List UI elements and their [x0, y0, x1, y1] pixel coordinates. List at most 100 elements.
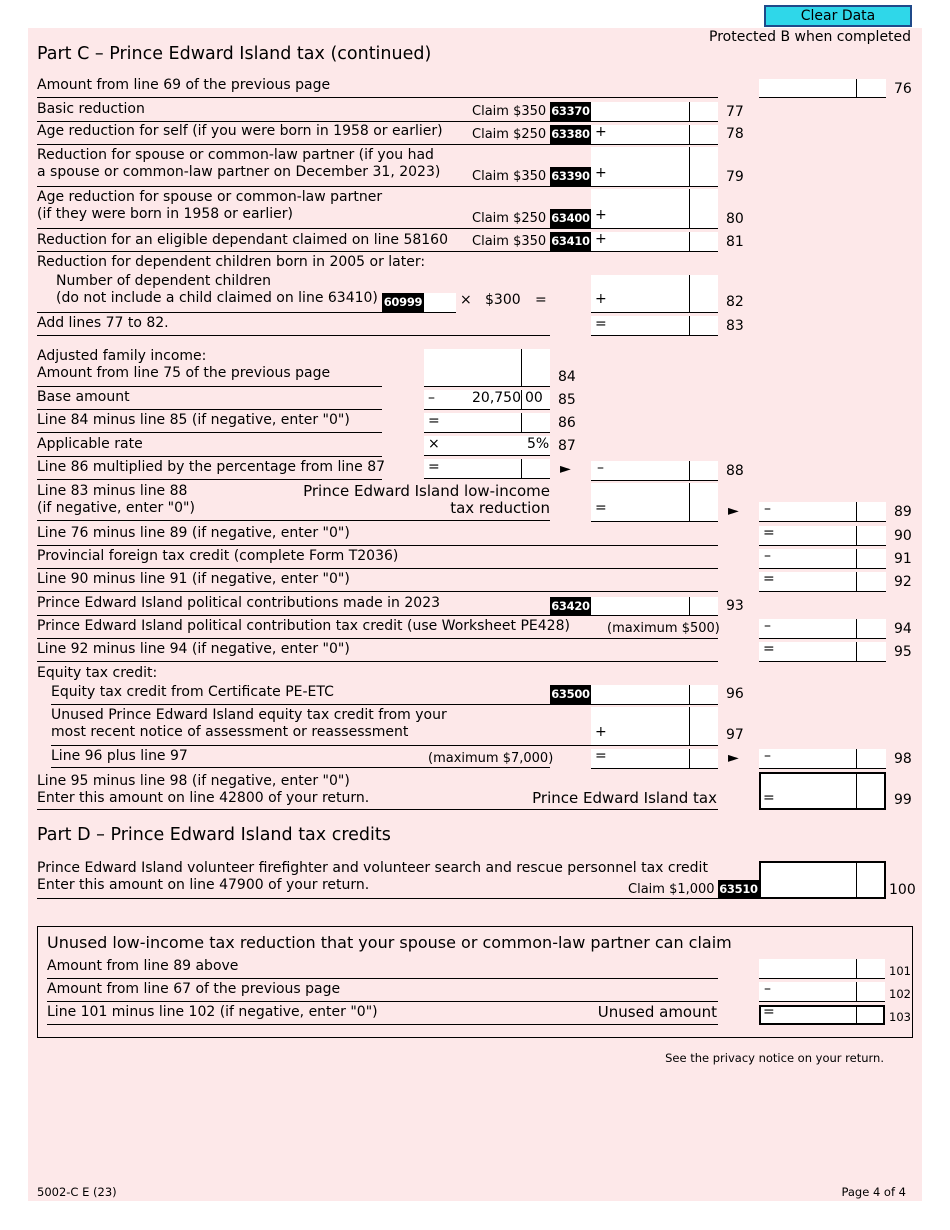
line-99-field[interactable]	[759, 772, 886, 810]
line-87-label: Applicable rate	[37, 436, 143, 452]
cents-divider	[856, 526, 857, 545]
line-89-label-2: (if negative, enter "0")	[37, 500, 195, 516]
cents-divider	[689, 125, 690, 144]
rule	[47, 978, 718, 979]
line-94-label: Prince Edward Island political contribut…	[37, 618, 570, 634]
rule	[51, 704, 718, 705]
line-number-83: 83	[726, 318, 744, 334]
line-95-field[interactable]	[759, 642, 886, 661]
line-86-field[interactable]	[424, 413, 550, 432]
line-96-field[interactable]	[591, 685, 718, 704]
line-84-field[interactable]	[424, 349, 550, 386]
line-88-calc-field[interactable]	[424, 459, 550, 478]
code-63500: 63500	[550, 685, 591, 704]
rule	[37, 898, 759, 899]
plus-sign: +	[595, 291, 607, 307]
line-80-claim: Claim $250	[472, 211, 547, 226]
line-number-103: 103	[889, 1010, 911, 1024]
rule	[37, 335, 550, 336]
line-number-85: 85	[558, 392, 576, 408]
line-98-calc-field[interactable]	[591, 749, 718, 768]
line-89-calc-field[interactable]	[591, 483, 718, 521]
dependent-children-count-field[interactable]	[424, 293, 456, 312]
cents-divider	[689, 685, 690, 704]
line-85-label: Base amount	[37, 389, 130, 405]
cents-divider	[521, 459, 522, 478]
line-number-94: 94	[894, 621, 912, 637]
cents-divider	[689, 232, 690, 251]
rule	[37, 615, 718, 616]
line-number-76: 76	[894, 81, 912, 97]
line-81-field[interactable]	[591, 232, 718, 251]
line-97-field[interactable]	[591, 707, 718, 745]
rule	[47, 1024, 718, 1025]
plus-sign: +	[595, 724, 607, 740]
line-89-field[interactable]	[759, 502, 886, 521]
line-94-field[interactable]	[759, 619, 886, 638]
clear-data-button[interactable]: Clear Data	[764, 5, 912, 27]
equals-sign: =	[763, 571, 775, 587]
pei-tax-label: Prince Edward Island tax	[532, 789, 717, 807]
line-88-field[interactable]	[591, 461, 718, 480]
line-number-77: 77	[726, 104, 744, 120]
line-76-field[interactable]	[759, 79, 886, 98]
equals-sign: =	[595, 500, 607, 516]
line-89-label-1: Line 83 minus line 88	[37, 483, 188, 499]
line-103-label: Line 101 minus line 102 (if negative, en…	[47, 1004, 378, 1020]
page-number: Page 4 of 4	[841, 1185, 906, 1199]
line-82-field[interactable]	[591, 275, 718, 312]
line-number-90: 90	[894, 528, 912, 544]
line-number-101: 101	[889, 964, 911, 978]
rule	[37, 144, 718, 145]
line-84-label-1: Adjusted family income:	[37, 348, 207, 364]
line-77-label: Basic reduction	[37, 101, 145, 117]
line-number-97: 97	[726, 727, 744, 743]
line-77-field[interactable]	[591, 102, 718, 121]
line-87-field	[424, 436, 550, 455]
line-79-field[interactable]	[591, 147, 718, 186]
line-98-maximum: (maximum $7,000)	[428, 751, 554, 766]
cents-divider	[856, 549, 857, 568]
line-82-label-2: (do not include a child claimed on line …	[56, 290, 378, 306]
rule	[37, 661, 718, 662]
rule	[424, 409, 550, 410]
equals-sign: =	[763, 1004, 775, 1020]
line-79-label-2: a spouse or common-law partner on Decemb…	[37, 164, 441, 180]
minus-sign: –	[764, 981, 771, 997]
unused-amount-label: Unused amount	[597, 1003, 717, 1021]
line-100-field[interactable]	[759, 861, 886, 899]
line-79-claim: Claim $350	[472, 169, 547, 184]
rule	[37, 638, 718, 639]
cents-divider	[856, 959, 857, 978]
line-81-claim: Claim $350	[472, 234, 547, 249]
line-93-field[interactable]	[591, 597, 718, 615]
cents-divider	[856, 982, 857, 1001]
line-number-98: 98	[894, 751, 912, 767]
line-number-80: 80	[726, 211, 744, 227]
rule	[37, 591, 718, 592]
cents-divider	[689, 316, 690, 335]
line-101-field[interactable]	[759, 959, 885, 978]
line-92-field[interactable]	[759, 572, 886, 591]
line-number-92: 92	[894, 574, 912, 590]
line-80-field[interactable]	[591, 189, 718, 228]
line-78-field[interactable]	[591, 125, 718, 144]
line-83-field[interactable]	[591, 316, 718, 335]
line-number-89: 89	[894, 504, 912, 520]
rule	[37, 432, 382, 433]
cents-divider	[689, 483, 690, 521]
line-number-84: 84	[558, 369, 576, 385]
line-91-field[interactable]	[759, 549, 886, 568]
cents-divider	[856, 772, 857, 810]
line-number-87: 87	[558, 438, 576, 454]
line-90-field[interactable]	[759, 526, 886, 545]
line-102-field[interactable]	[759, 982, 885, 1001]
line-number-78: 78	[726, 126, 744, 142]
form-id: 5002-C E (23)	[37, 1185, 117, 1199]
cents-divider	[856, 861, 857, 899]
line-101-label: Amount from line 89 above	[47, 958, 239, 974]
line-98-field[interactable]	[759, 749, 886, 768]
line-88-label: Line 86 multiplied by the percentage fro…	[37, 459, 386, 475]
line-103-field[interactable]	[759, 1005, 885, 1025]
minus-sign: –	[764, 618, 771, 634]
